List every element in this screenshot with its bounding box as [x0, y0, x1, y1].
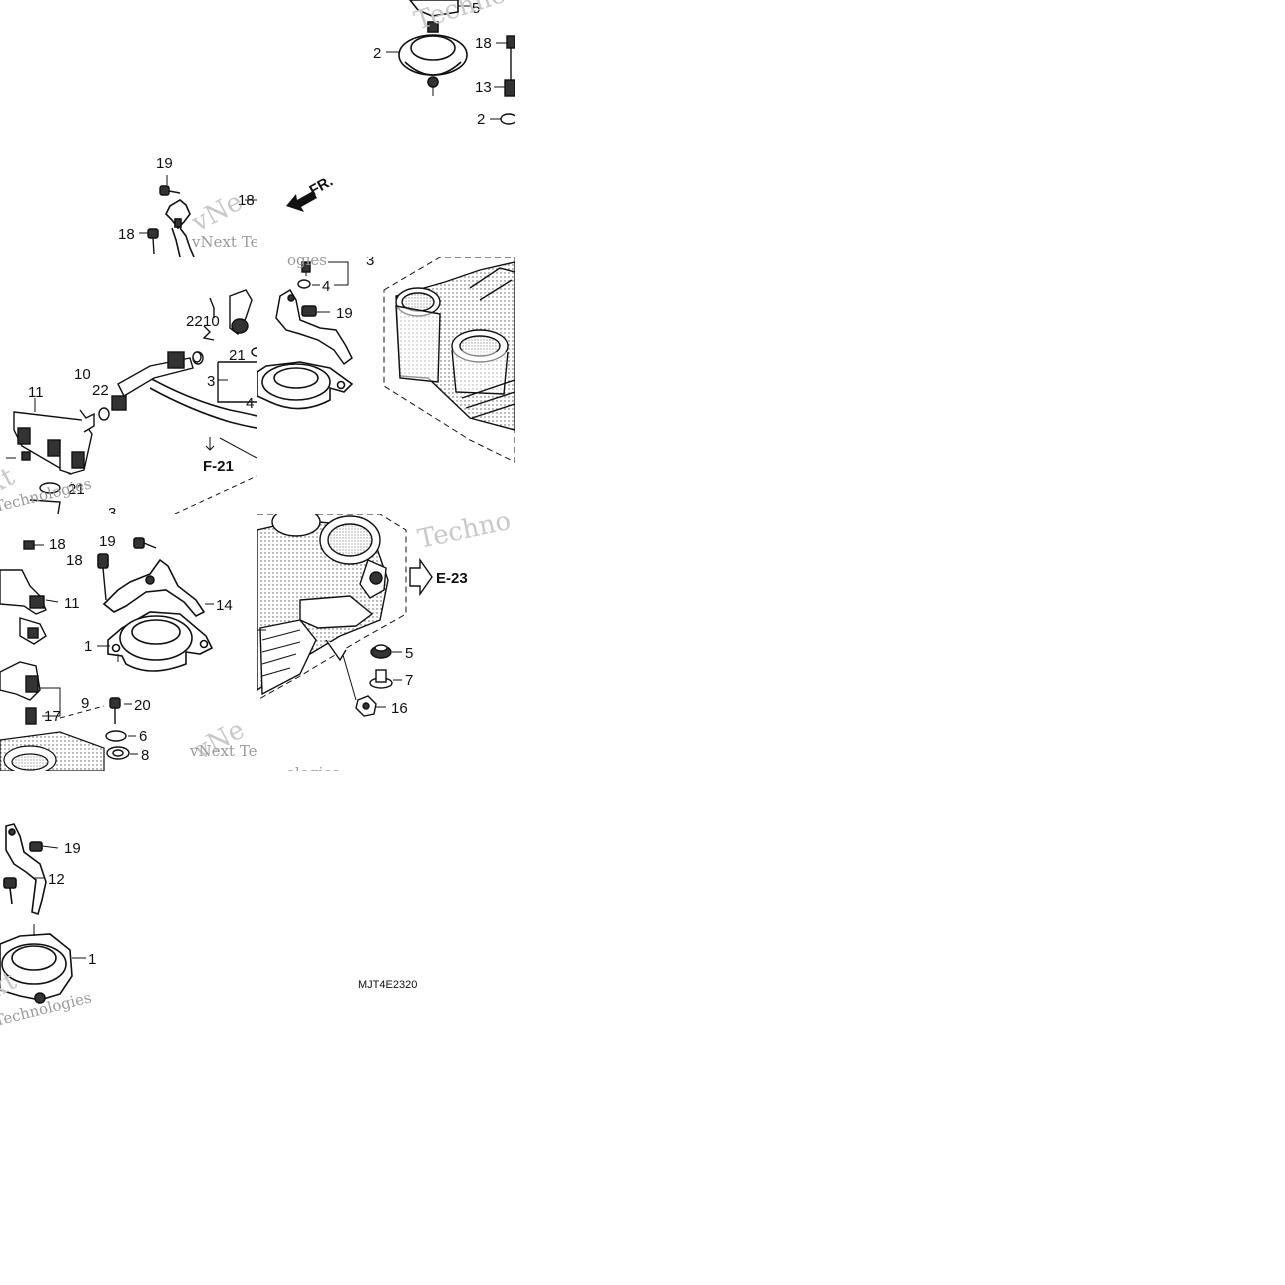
callout-3: 3: [366, 252, 374, 269]
callout-22: 22: [92, 382, 109, 399]
callout-1: 1: [84, 638, 92, 655]
bracket-12: [3, 823, 59, 916]
callout-19: 19: [336, 305, 353, 322]
bolt-stack-right: [490, 35, 515, 125]
tile-5: 18 19 18 11 14 1 9 17 20 6 8 vNe vNext T…: [0, 533, 266, 771]
watermark: vNext Tec: [189, 742, 266, 760]
callout-8: 8: [141, 747, 149, 764]
callout-9: 9: [81, 695, 89, 712]
throttle-body-side: [257, 514, 407, 701]
callout-19: 19: [64, 840, 81, 857]
section-border: [174, 475, 257, 514]
callout-5: 5: [472, 0, 480, 17]
screw-20: [109, 697, 132, 724]
ref-e23: E-23: [436, 570, 468, 587]
callout-20: 20: [134, 697, 151, 714]
gasket-4: [297, 261, 349, 289]
callout-17: 17: [44, 708, 61, 725]
bracket-14-upper: [275, 288, 353, 366]
sensor-bracket: [165, 199, 195, 257]
tile-6: E-23 18 5 7 16 Techno ologies: [228, 506, 514, 782]
callout-18: 18: [475, 35, 492, 52]
callout-21: 21: [229, 347, 246, 364]
tile-3: F-21 10 22 21 3 4 11 10 22 21 3 xt Techn…: [0, 289, 257, 522]
callout-4: 4: [322, 278, 330, 295]
callout-18: 18: [228, 622, 245, 639]
hose-connector: [98, 351, 204, 421]
ref-f21: F-21: [203, 458, 234, 475]
callout-16: 16: [391, 700, 408, 717]
callout-18: 18: [118, 226, 135, 243]
tile-7: 19 12 1 xt Technologies: [0, 823, 96, 1028]
callout-3: 3: [108, 505, 116, 522]
bracket-14: [97, 537, 214, 617]
throttle-body-view: [383, 257, 515, 463]
callout-22: 22: [186, 313, 203, 330]
callout-2: 2: [373, 45, 381, 62]
insulator-upper: [386, 0, 470, 96]
collar-7: [369, 669, 402, 689]
callout-10: 10: [74, 366, 91, 383]
injector-bracket-10: [192, 289, 253, 363]
bolt-18: [139, 199, 257, 255]
fuel-hose: [149, 377, 257, 429]
callout-19: 19: [156, 155, 173, 172]
callout-4: 4: [246, 395, 254, 412]
callout-18: 18: [49, 536, 66, 553]
watermark: ologies: [286, 764, 340, 782]
bracket-3: [217, 347, 257, 403]
callout-5: 5: [405, 645, 413, 662]
bolt-19: [159, 175, 181, 196]
callout-2: 2: [477, 111, 485, 128]
callout-6: 6: [139, 728, 147, 745]
grommet-5: [370, 644, 402, 659]
callout-12: 12: [48, 871, 65, 888]
tile-2: 5 2 18 13 2 FR. Techno: [286, 0, 515, 212]
rail-lower: [0, 540, 61, 725]
callout-3: 3: [207, 373, 215, 390]
watermark: Techno: [415, 506, 514, 555]
fuel-rail-11: [6, 398, 95, 475]
callout-11: 11: [28, 384, 44, 401]
callout-21: 21: [68, 481, 85, 498]
insulator-3: [257, 361, 354, 410]
callout-1: 1: [88, 951, 96, 968]
insulator-1-bottom: [0, 924, 86, 1004]
callout-7: 7: [405, 672, 413, 689]
callout-19: 19: [99, 533, 116, 550]
gasket-bottom: [29, 482, 61, 514]
tile-1: 19 18 18 vNe vNext Tec: [118, 155, 268, 257]
callout-13: 13: [475, 79, 492, 96]
watermark: Techno: [411, 0, 510, 37]
throttle-body-lower: [0, 705, 105, 771]
insulator-1: [97, 611, 214, 672]
ref-arrow-f21: [205, 437, 257, 459]
callout-14: 14: [216, 597, 233, 614]
watermark: vNext Tec: [191, 233, 268, 251]
callout-11: 11: [64, 595, 80, 612]
next-ref-arrow-icon: [409, 557, 433, 597]
callout-10: 10: [203, 313, 220, 330]
front-arrow-icon: FR.: [286, 173, 336, 212]
callout-18: 18: [66, 552, 83, 569]
nut-16: [355, 695, 386, 717]
callout-18: 18: [238, 192, 255, 209]
watermark: ogies: [287, 251, 327, 269]
washer-6-8: [105, 730, 138, 760]
diagram-code: MJT4E2320: [358, 979, 417, 991]
tile-4: 4 3 19 ogies: [257, 251, 515, 463]
